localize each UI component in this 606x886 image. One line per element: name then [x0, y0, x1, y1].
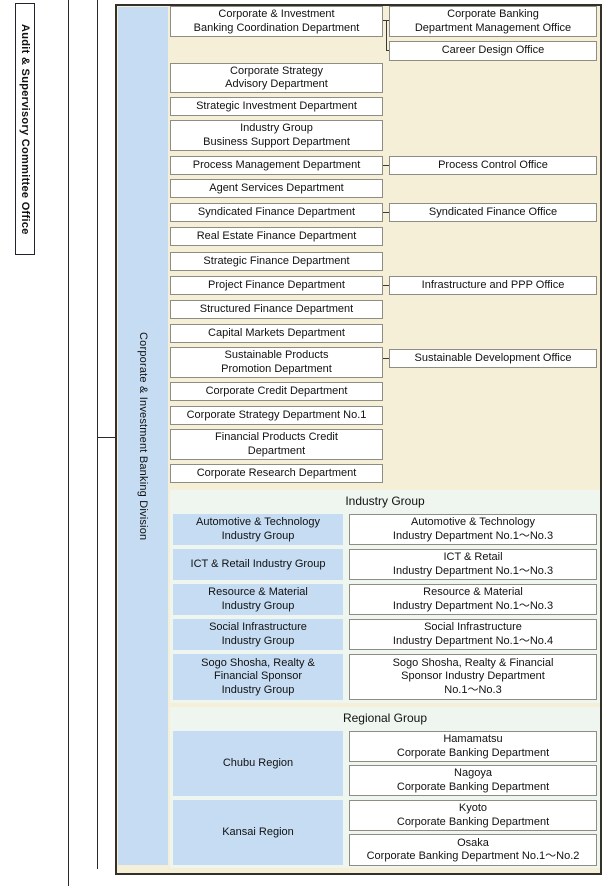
industry-group-box: ICT & Retail Industry Group	[173, 549, 343, 580]
connector-line	[383, 285, 389, 286]
region-box: Chubu Region	[173, 731, 343, 796]
department-box: Strategic Investment Department	[170, 97, 383, 116]
audit-supervisory-committee-office-box: Audit & Supervisory Committee Office	[15, 3, 35, 255]
industry-group-box: Sogo Shosha, Realty & Financial Sponsor …	[173, 654, 343, 700]
department-box: Structured Finance Department	[170, 300, 383, 319]
regional-department-box: Hamamatsu Corporate Banking Department	[349, 731, 597, 762]
department-box: Syndicated Finance Department	[170, 203, 383, 222]
connector-line	[383, 212, 389, 213]
regional-department-box: Kyoto Corporate Banking Department	[349, 800, 597, 831]
department-box: Financial Products Credit Department	[170, 429, 383, 460]
department-box: Agent Services Department	[170, 179, 383, 198]
audit-supervisory-committee-office-label: Audit & Supervisory Committee Office	[19, 23, 31, 235]
department-box: Corporate Strategy Department No.1	[170, 406, 383, 425]
industry-group-title: Industry Group	[345, 494, 425, 508]
department-box: Industry Group Business Support Departme…	[170, 120, 383, 151]
department-box: Corporate Credit Department	[170, 382, 383, 401]
office-box: Infrastructure and PPP Office	[389, 276, 597, 295]
department-box: Sustainable Products Promotion Departmen…	[170, 347, 383, 378]
office-box: Syndicated Finance Office	[389, 203, 597, 222]
office-box: Corporate Banking Department Management …	[389, 6, 597, 37]
industry-department-box: Social Infrastructure Industry Departmen…	[349, 619, 597, 650]
trunk-line-left	[68, 0, 69, 886]
trunk-line-right	[97, 0, 98, 869]
office-box: Career Design Office	[389, 41, 597, 61]
industry-department-box: Automotive & Technology Industry Departm…	[349, 514, 597, 545]
industry-department-box: ICT & Retail Industry Department No.1〜No…	[349, 549, 597, 580]
connector-line	[383, 165, 389, 166]
office-box: Sustainable Development Office	[389, 349, 597, 368]
department-box: Corporate Research Department	[170, 464, 383, 483]
division-band: Corporate & Investment Banking Division	[118, 7, 168, 865]
connector-line	[386, 50, 389, 51]
region-box: Kansai Region	[173, 800, 343, 865]
connector-line	[386, 20, 387, 51]
industry-group-box: Social Infrastructure Industry Group	[173, 619, 343, 650]
regional-department-box: Nagoya Corporate Banking Department	[349, 765, 597, 796]
regional-group-title: Regional Group	[342, 711, 428, 725]
department-box: Corporate & Investment Banking Coordinat…	[170, 6, 383, 37]
department-box: Strategic Finance Department	[170, 252, 383, 271]
industry-group-box: Automotive & Technology Industry Group	[173, 514, 343, 545]
industry-group-box: Resource & Material Industry Group	[173, 584, 343, 615]
connector-line	[383, 358, 389, 359]
office-box: Process Control Office	[389, 156, 597, 175]
division-connector-line	[97, 437, 115, 438]
department-box: Process Management Department	[170, 156, 383, 175]
industry-department-box: Sogo Shosha, Realty & Financial Sponsor …	[349, 654, 597, 700]
department-box: Real Estate Finance Department	[170, 227, 383, 246]
department-box: Corporate Strategy Advisory Department	[170, 63, 383, 93]
industry-department-box: Resource & Material Industry Department …	[349, 584, 597, 615]
department-box: Capital Markets Department	[170, 324, 383, 343]
division-label: Corporate & Investment Banking Division	[137, 331, 149, 541]
regional-department-box: Osaka Corporate Banking Department No.1〜…	[349, 834, 597, 866]
department-box: Project Finance Department	[170, 276, 383, 295]
